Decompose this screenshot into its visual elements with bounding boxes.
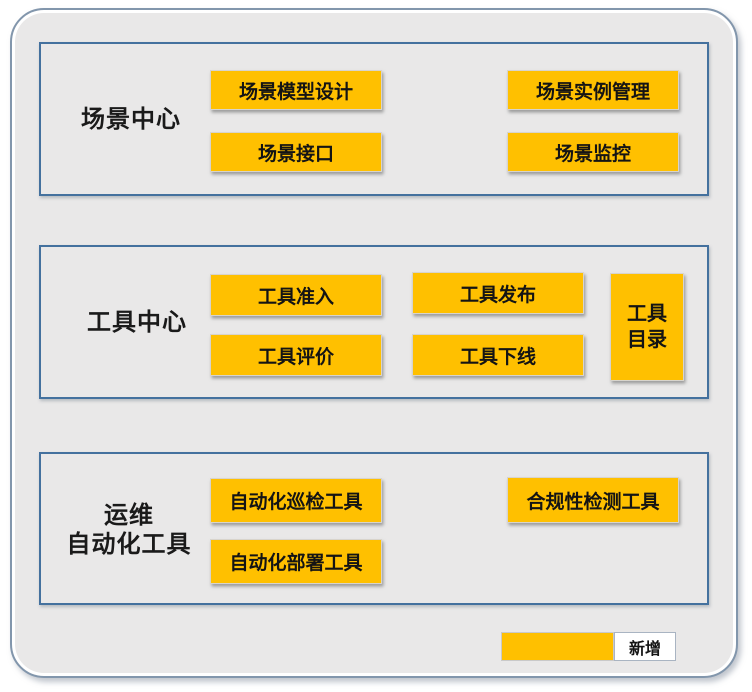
tool-catalog-button[interactable]: 工具 目录: [610, 273, 684, 381]
scenario-interface-button[interactable]: 场景接口: [210, 132, 382, 172]
tool-evaluation-button[interactable]: 工具评价: [210, 334, 382, 376]
main-panel: 场景中心 场景模型设计 场景实例管理 场景接口 场景监控 工具中心 工具准入 工…: [10, 8, 738, 678]
section-label-om-automation-tools: 运维 自动化工具: [49, 501, 209, 559]
auto-deployment-tool-button[interactable]: 自动化部署工具: [210, 539, 382, 584]
om-label-line2: 自动化工具: [66, 531, 192, 558]
section-scenario-center: 场景中心 场景模型设计 场景实例管理 场景接口 场景监控: [39, 42, 709, 196]
tool-admission-button[interactable]: 工具准入: [210, 274, 382, 316]
section-label-tool-center: 工具中心: [87, 309, 187, 336]
scenario-monitoring-button[interactable]: 场景监控: [507, 132, 679, 172]
legend-new-label: 新增: [628, 640, 661, 658]
tool-catalog-label-line1: 工具: [627, 303, 667, 325]
section-tool-center: 工具中心 工具准入 工具发布 工具评价 工具下线 工具 目录: [39, 245, 709, 399]
tool-release-button[interactable]: 工具发布: [412, 272, 584, 314]
legend-new-label-box: 新增: [614, 632, 676, 661]
section-label-scenario-center: 场景中心: [81, 106, 181, 133]
om-label-line1: 运维: [104, 502, 154, 529]
auto-inspection-tool-button[interactable]: 自动化巡检工具: [210, 478, 382, 523]
tool-catalog-label-line2: 目录: [627, 329, 667, 351]
tool-offline-button[interactable]: 工具下线: [412, 334, 584, 376]
compliance-check-tool-button[interactable]: 合规性检测工具: [507, 477, 679, 523]
legend-new-swatch: [501, 632, 614, 661]
legend: 新增: [501, 632, 676, 661]
scenario-instance-management-button[interactable]: 场景实例管理: [507, 70, 679, 110]
scenario-model-design-button[interactable]: 场景模型设计: [210, 70, 382, 110]
section-om-automation-tools: 运维 自动化工具 自动化巡检工具 合规性检测工具 自动化部署工具: [39, 452, 709, 605]
